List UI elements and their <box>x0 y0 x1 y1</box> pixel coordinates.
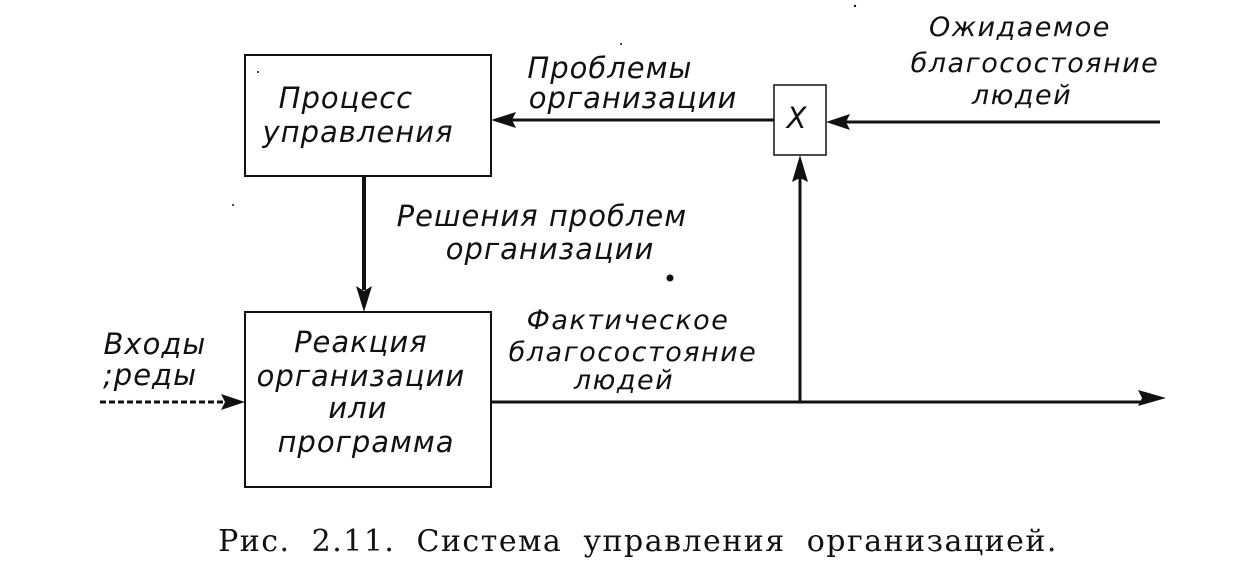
org-problems-label: Проблемы организации <box>527 51 737 115</box>
org-problems-line-2: организации <box>529 81 738 115</box>
scan-speck <box>853 4 857 8</box>
actual-wellbeing-label: Фактическое благосостояние людей <box>509 305 768 396</box>
expected-wellbeing-line-3: людей <box>971 80 1072 111</box>
problem-solutions-line-1: Решения проблем <box>397 199 687 233</box>
organization-response-line-4: программа <box>277 425 454 459</box>
org-problems-line-1: Проблемы <box>527 51 692 85</box>
organization-response-line-1: Реакция <box>294 325 428 359</box>
organization-response-line-3: или <box>328 391 387 425</box>
expected-wellbeing-line-1: Ожидаемое <box>929 12 1111 43</box>
scan-speck <box>257 71 259 73</box>
scan-speck <box>620 43 622 45</box>
expected-wellbeing-label: Ожидаемое благосостояние людей <box>911 12 1170 111</box>
expected-wellbeing-line-2: благосостояние <box>911 48 1160 79</box>
problem-solutions-line-2: организации <box>446 232 655 266</box>
expected-wellbeing-arrowhead <box>826 114 850 130</box>
problem-solutions-label: Решения проблем организации <box>397 199 698 266</box>
actual-wellbeing-line-2: благосостояние <box>509 337 758 368</box>
scan-speck <box>666 274 674 282</box>
environment-inputs-arrowhead <box>221 394 245 410</box>
actual-wellbeing-line-3: людей <box>573 365 674 396</box>
organization-response-label: Реакция организации или программа <box>257 325 476 459</box>
organization-response-box <box>244 311 492 488</box>
feedback-arrowhead <box>792 155 808 182</box>
actual-wellbeing-arrowhead <box>1138 390 1166 406</box>
management-process-line-2: управления <box>261 115 453 149</box>
actual-wellbeing-line-1: Фактическое <box>527 305 730 336</box>
organization-response-line-2: организации <box>257 359 466 393</box>
figure-caption: Рис. 2.11. Система управления организаци… <box>218 524 1058 559</box>
management-process-line-1: Процесс <box>279 81 413 115</box>
environment-inputs-label: Входы ;реды <box>103 327 216 392</box>
org-problems-arrowhead <box>491 112 516 128</box>
management-process-box <box>244 54 492 177</box>
environment-inputs-line-1: Входы <box>104 327 207 361</box>
comparator-symbol: X <box>785 101 808 135</box>
management-process-label: Процесс управления <box>261 81 453 149</box>
solutions-arrowhead <box>356 286 372 312</box>
scan-speck <box>232 204 234 206</box>
environment-inputs-line-2: ;реды <box>103 358 197 392</box>
